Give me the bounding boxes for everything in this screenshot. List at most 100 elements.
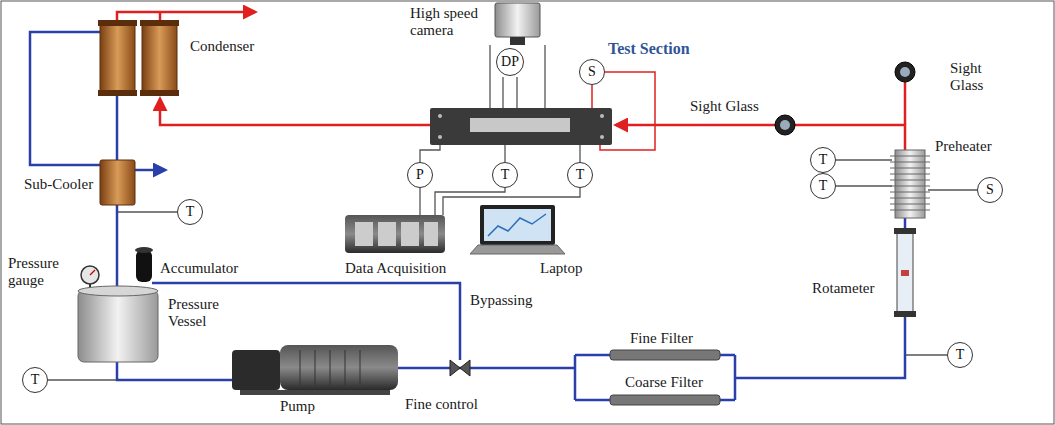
sensor-circle: S [579,59,605,85]
part-label: Accumulator [160,260,238,277]
accumulator-drawing [136,250,152,282]
laptop-drawing [484,209,551,241]
sensor-letter: T [819,179,828,193]
sensor-wire [117,211,177,212]
coolant-pipe [30,32,100,165]
part-label: Preheater [935,138,992,155]
rotameter-drawing [894,228,916,317]
coolant-pipe [135,169,165,172]
data-acquisition-drawing [378,222,396,246]
sensor-wire [502,77,503,108]
pressure-gauge-drawing [90,270,95,275]
sub-cooler-drawing [100,160,135,205]
sensor-letter: T [186,205,195,219]
data-acquisition-drawing [401,222,419,246]
sensor-letter: T [819,153,828,167]
sensor-circle: T [810,147,836,173]
sensor-circle: P [407,162,433,188]
part-label: Pump [280,398,315,415]
part-label: Sub-Cooler [24,176,93,193]
data-acquisition-drawing [345,215,445,253]
sensor-circle: T [22,367,48,393]
pump-drawing [280,345,398,390]
refrigerant-pipe [117,362,232,380]
sensor-letter: S [986,183,994,197]
part-label: Sight Glass [950,60,1000,95]
filter-drawing [610,350,720,405]
condenser-drawing [98,90,137,96]
pressure-vessel-drawing [78,286,158,362]
sub-cooler-drawing [100,160,135,205]
test-section-drawing [470,118,570,132]
refrigerant-pipe [398,367,575,370]
control-valve [450,360,470,376]
data-acquisition-drawing [424,222,438,246]
part-label: Pressure Vessel [168,296,238,331]
part-label: Coarse Filter [625,374,703,391]
refrigerant-pipe [904,82,907,125]
coolant-pipe [117,12,255,22]
test-section-drawing [438,135,442,139]
condenser-drawing [142,22,177,95]
sensor-letter: T [956,348,965,362]
sensor-letter: T [31,373,40,387]
condenser-drawing [100,22,135,95]
sensor-circle: T [810,173,836,199]
condenser-drawing [98,20,179,96]
sensor-circle: T [947,342,973,368]
laptop-drawing [470,245,565,254]
sensor-wire [579,145,580,162]
laptop-drawing [488,214,546,236]
filter-drawing [610,350,720,360]
sensor-wire [48,45,977,380]
test-section-drawing [430,108,612,145]
filter-drawing [610,395,720,405]
coolant-pipe [30,12,255,170]
pressure-vessel-drawing [78,286,158,296]
part-label: Fine control [405,396,478,413]
test-section-drawing [600,135,604,139]
sensor-wire [419,188,420,215]
part-label: Sight Glass [690,98,759,115]
pump-drawing [232,345,398,395]
accumulator-drawing [135,247,153,253]
sensor-wire [489,45,490,108]
rotameter-drawing [894,228,916,234]
section-title: Test Section [608,40,690,58]
test-section-drawing [438,114,442,118]
pump-drawing [300,350,360,385]
sensor-wire [544,45,545,108]
sensor-circle: S [977,177,1003,203]
preheater-drawing [895,150,925,218]
sight-glass-drawing [775,115,795,135]
sensor-wire [836,185,892,186]
data-acquisition-drawing [355,222,373,246]
refrigerant-pipe [160,99,430,125]
sensor-wire [836,159,892,160]
pressure-vessel-drawing [78,290,158,362]
part-label: Rotameter [812,280,874,297]
pump-drawing [240,390,390,395]
laptop-drawing [480,205,555,245]
part-label: Fine Filter [630,330,693,347]
sensor-letter: T [501,168,510,182]
preheater-drawing [890,150,930,218]
part-label: Laptop [540,260,583,277]
test-section-drawing [600,114,604,118]
sensor-letter: P [416,168,424,182]
refrigerant-pipe [616,125,905,150]
sensor-circle: T [567,162,593,188]
sensor-circle: T [177,199,203,225]
data-acquisition-drawing [345,215,445,253]
pump-drawing [232,350,280,390]
sensor-wire [516,77,517,108]
camera-drawing [495,3,540,45]
sensor-wire [420,145,440,162]
sensor-circle: T [492,162,518,188]
rotameter-drawing [897,232,913,315]
camera-drawing [495,3,540,37]
control-valve [450,360,470,376]
sensor-wire [48,379,117,380]
condenser-drawing [140,90,179,96]
